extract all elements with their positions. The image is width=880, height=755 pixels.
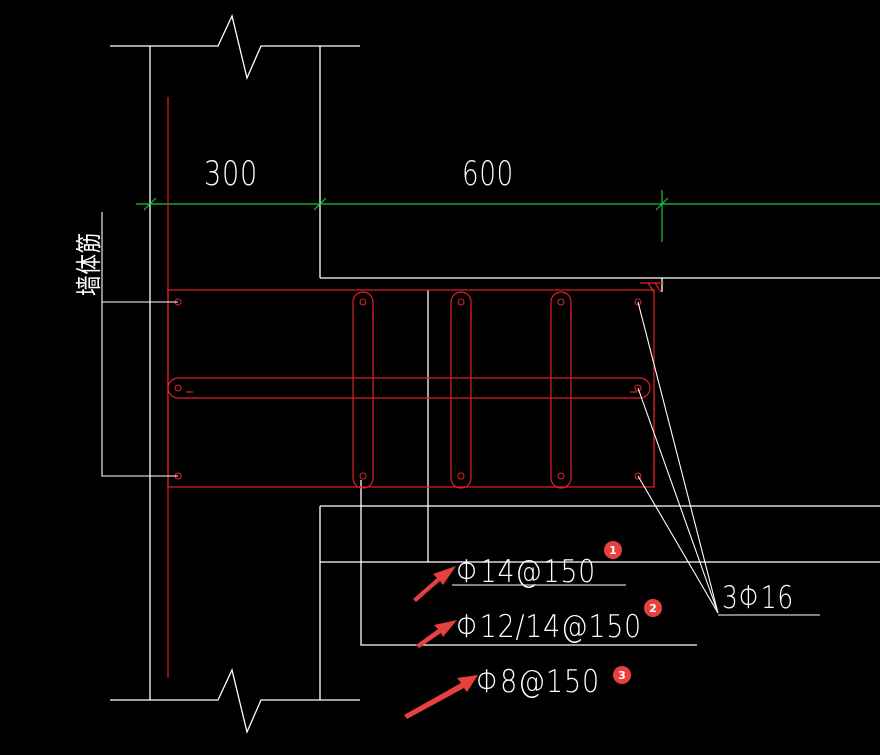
annotation-2-text: Φ12/14@150 xyxy=(456,609,642,645)
slab-rebar-cage xyxy=(167,289,655,488)
dimension-tick-1 xyxy=(143,197,157,211)
wall-bottom-break-line xyxy=(110,668,360,735)
rebar-dot xyxy=(634,298,642,306)
rebar-dot xyxy=(359,298,367,306)
leader-lines xyxy=(101,212,820,616)
dimension-text-600: 600 xyxy=(462,154,514,194)
badge-2: 2 xyxy=(644,599,662,617)
badge-1-circle xyxy=(604,541,622,559)
stirrup-2 xyxy=(450,291,472,489)
stirrup-leader xyxy=(360,480,697,646)
badge-3-circle xyxy=(613,666,631,684)
rebar-dot xyxy=(174,384,182,392)
wall-outline xyxy=(110,14,360,735)
rebar-group xyxy=(167,97,664,678)
main-bar-leader-3 xyxy=(637,475,719,614)
rebar-dot xyxy=(634,384,642,392)
badge-3-text: 3 xyxy=(618,669,626,682)
rebar-dot xyxy=(557,298,565,306)
rebar-dot xyxy=(457,298,465,306)
beam-corner-hatch xyxy=(640,282,664,293)
stirrup-3 xyxy=(550,291,572,489)
rebar-dot xyxy=(457,472,465,480)
annotation-1-text: Φ14@150 xyxy=(456,554,596,590)
badge-1-text: 1 xyxy=(609,544,617,557)
horizontal-rebar-loop xyxy=(167,377,651,399)
wall-top-break-line xyxy=(110,14,360,81)
badge-2-text: 2 xyxy=(649,602,657,615)
main-bars-label: 3Φ16 xyxy=(722,580,794,616)
stirrup-1 xyxy=(352,291,374,489)
wall-rebar-label: 墙体筋 xyxy=(75,232,105,296)
annotation-3-text: Φ8@150 xyxy=(476,664,600,700)
wall-rebar-leader xyxy=(101,301,178,477)
callout-arrow-3 xyxy=(404,675,478,719)
rebar-dot xyxy=(557,472,565,480)
badge-3: 3 xyxy=(613,666,631,684)
rebar-dot xyxy=(634,472,642,480)
dimension-tick-2 xyxy=(313,197,327,211)
main-bar-leader-2 xyxy=(637,387,719,614)
slab-outline xyxy=(320,277,880,646)
callout-arrows xyxy=(404,566,478,719)
callout-arrow-1 xyxy=(413,566,456,602)
badge-2-circle xyxy=(644,599,662,617)
main-bar-leader-1 xyxy=(637,301,719,614)
rebar-dot xyxy=(359,472,367,480)
dimension-text-300: 300 xyxy=(204,154,258,194)
dimension-line-group xyxy=(136,190,880,242)
callout-arrow-2 xyxy=(416,620,457,648)
badge-1: 1 xyxy=(604,541,622,559)
